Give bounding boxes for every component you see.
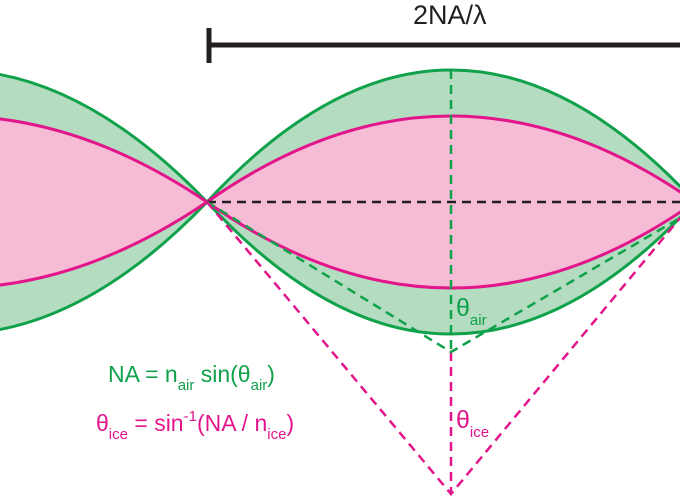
- equation-ice-angle: θice = sin-1(NA / nice): [96, 408, 294, 443]
- left-lens: [0, 73, 210, 331]
- air-angle-cone-lines: [206, 200, 680, 354]
- scale-bar-label: 2NA/λ: [413, 0, 487, 30]
- left-lens-ice-cone: [0, 117, 210, 287]
- main-lens: [204, 68, 680, 336]
- theta-air-label: θair: [456, 294, 487, 329]
- scale-bar: [206, 28, 680, 63]
- theta-ice-label: θice: [456, 406, 489, 441]
- ice-angle-cone-lines: [206, 201, 680, 496]
- main-lens-ice-cone: [204, 114, 680, 290]
- equation-numerical-aperture: NA = nair sin(θair): [108, 361, 275, 394]
